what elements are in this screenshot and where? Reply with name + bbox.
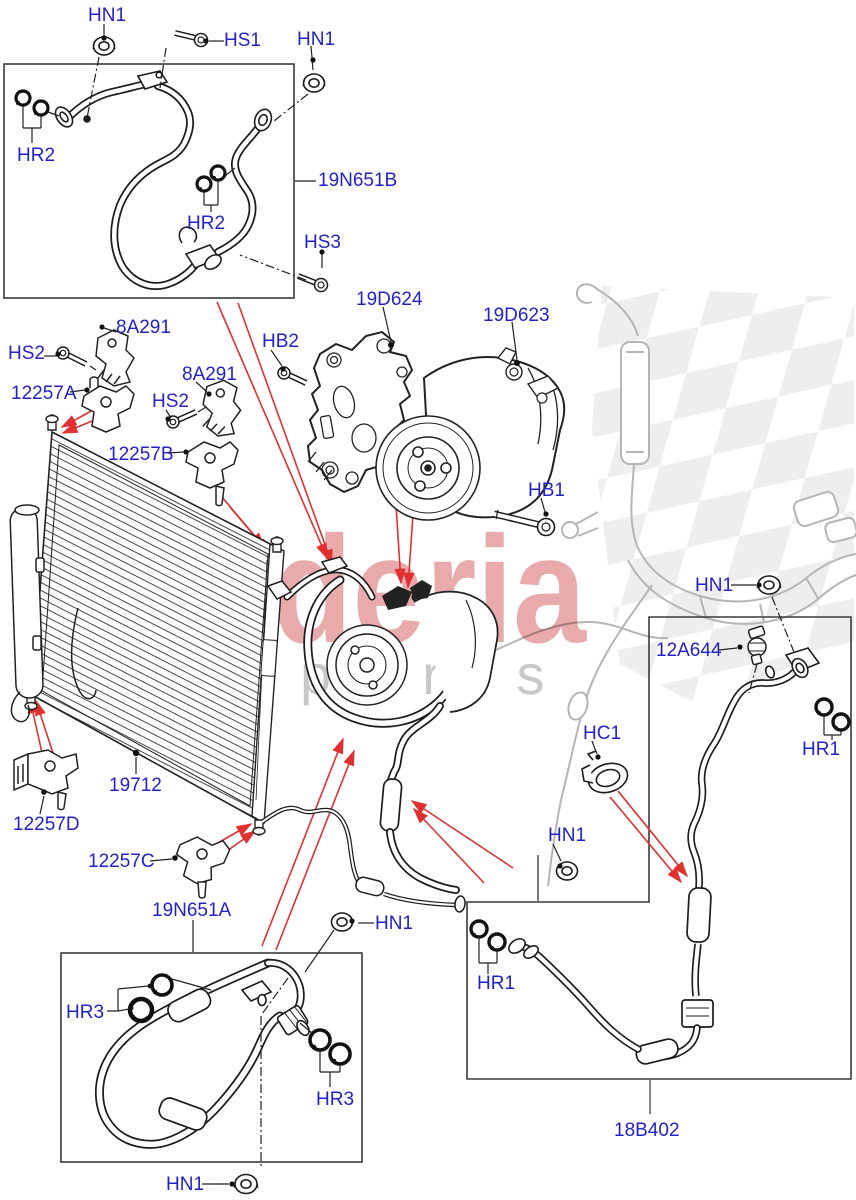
part-label-hc1[interactable]: HC1 (583, 723, 622, 744)
nut-hn1-2 (302, 73, 326, 93)
part-label-12257a[interactable]: 12257A (11, 383, 77, 404)
part-label-hn1-2[interactable]: HN1 (297, 29, 336, 50)
box-19N651A (60, 952, 363, 1163)
part-label-19712[interactable]: 19712 (109, 775, 162, 796)
part-label-19n651b[interactable]: 19N651B (318, 170, 398, 191)
part-label-hn1-4[interactable]: HN1 (548, 825, 587, 846)
o-rings (14, 89, 851, 1066)
bolt-hs1 (174, 30, 209, 48)
part-label-hs1[interactable]: HS1 (224, 30, 261, 51)
part-label-hs2-1[interactable]: HS2 (8, 343, 45, 364)
hose-19N651B (54, 70, 273, 290)
rings-hr1-right (814, 697, 851, 732)
rings-hr2-2 (195, 164, 227, 193)
part-label-hs3[interactable]: HS3 (304, 232, 341, 253)
part-label-12257b[interactable]: 12257B (108, 444, 174, 465)
hose-19N651A (94, 958, 310, 1149)
part-label-hs2-2[interactable]: HS2 (152, 391, 189, 412)
part-label-hr3-2[interactable]: HR3 (316, 1089, 355, 1110)
checkered-flag-watermark (592, 286, 854, 706)
part-label-8a291-1[interactable]: 8A291 (116, 317, 171, 338)
part-label-hb1[interactable]: HB1 (528, 480, 565, 501)
part-label-hb2[interactable]: HB2 (262, 331, 299, 352)
assembly-boxes (3, 63, 852, 1163)
part-label-12257c[interactable]: 12257C (88, 851, 155, 872)
part-label-19n651a[interactable]: 19N651A (152, 900, 232, 921)
middle-hose-assembly (266, 556, 499, 894)
part-label-hn1-1[interactable]: HN1 (88, 5, 127, 26)
part-label-hn1-3[interactable]: HN1 (695, 575, 734, 596)
box-19N651B (3, 63, 295, 299)
part-label-18b402[interactable]: 18B402 (614, 1120, 680, 1141)
compressor-19D623 (306, 330, 566, 521)
red-leader-lines (27, 301, 689, 951)
part-label-8a291-2[interactable]: 8A291 (182, 364, 237, 385)
clamp-hc1 (581, 750, 629, 794)
hose-18B402 (508, 625, 821, 1065)
part-label-hn1-6[interactable]: HN1 (166, 1174, 205, 1195)
part-label-12257d[interactable]: 12257D (13, 814, 80, 835)
part-label-hr2-1[interactable]: HR2 (17, 145, 56, 166)
rings-hr2-1 (14, 89, 50, 117)
brackets (13, 329, 242, 899)
part-label-hr2-2[interactable]: HR2 (187, 213, 226, 234)
faded-background-hoses (467, 283, 856, 887)
rings-hr1-bottom (469, 919, 507, 952)
rings-hr3-2 (308, 1028, 352, 1066)
bolt-hs2-1 (56, 346, 88, 367)
nut-hn1-5 (330, 912, 354, 932)
sensor-12A644 (747, 625, 767, 666)
part-label-19d623[interactable]: 19D623 (483, 305, 550, 326)
bolt-hs2-2 (166, 409, 198, 429)
leader-lines (22, 24, 842, 1187)
condenser-19712 (9, 414, 466, 913)
bolt-hs3 (296, 273, 329, 293)
part-label-12a644[interactable]: 12A644 (656, 640, 722, 661)
part-label-hr3-1[interactable]: HR3 (66, 1002, 105, 1023)
part-label-19d624[interactable]: 19D624 (356, 289, 423, 310)
nut-hn1-6 (233, 1173, 259, 1195)
part-label-hr1-1[interactable]: HR1 (802, 739, 841, 760)
bolts (56, 30, 556, 537)
receiver-drier (9, 504, 97, 723)
part-label-hn1-5[interactable]: HN1 (375, 913, 414, 934)
nut-hn1-3 (756, 575, 782, 595)
bolt-hb1 (493, 509, 556, 537)
box-18B402 (466, 616, 852, 1080)
part-label-hr1-2[interactable]: HR1 (477, 973, 516, 994)
